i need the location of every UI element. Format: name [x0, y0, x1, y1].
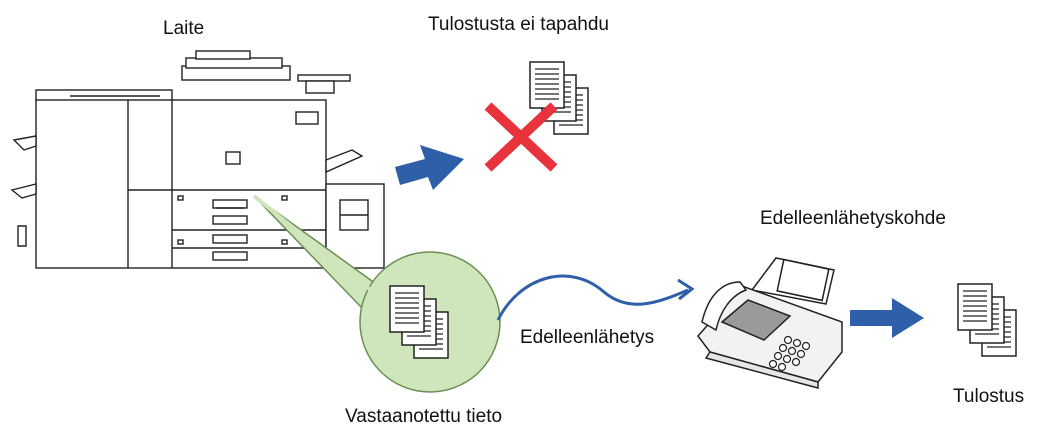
- document-stack-icon: [958, 284, 1016, 356]
- fax-machine-icon: [697, 257, 843, 389]
- cross-icon: [484, 102, 558, 172]
- no-printing-label: Tulostusta ei tapahdu: [428, 14, 609, 35]
- device-label: Laite: [163, 18, 205, 39]
- block-arrow-icon: [850, 298, 924, 338]
- forward-destination-label: Edelleenlähetyskohde: [760, 208, 946, 229]
- printing-label: Tulostus: [953, 386, 1025, 407]
- forwarding-label: Edelleenlähetys: [520, 327, 655, 348]
- multifunction-printer-icon: [10, 50, 385, 269]
- received-data-label: Vastaanotettu tieto: [345, 406, 503, 427]
- block-arrow-icon: [395, 145, 464, 190]
- forwarding-arrow: [496, 274, 689, 321]
